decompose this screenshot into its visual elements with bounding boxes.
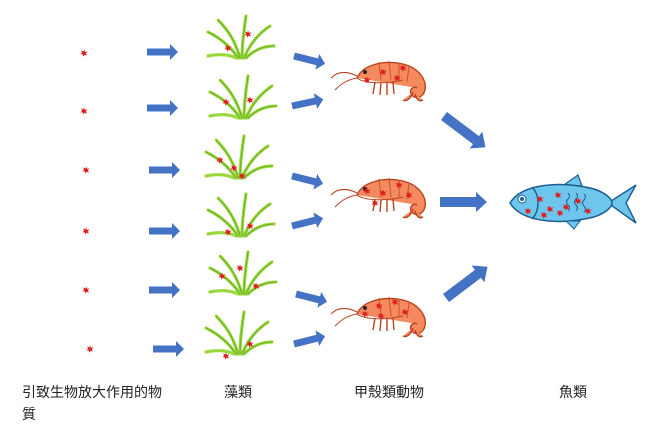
label-source-substance: 引致生物放大作用的物質 [22,385,162,423]
arrow [147,44,178,60]
crustacean-group [330,60,427,338]
arrow [291,172,324,190]
toxin-star [86,345,94,353]
arrow [291,93,324,110]
arrows-source-to-algae [147,44,184,357]
arrow [293,52,326,70]
arrow [149,282,180,298]
shrimp [330,296,427,338]
toxin-star [82,166,90,174]
arrow [440,112,486,149]
label-algae: 藻類 [224,385,252,401]
arrow [442,265,488,302]
arrow [293,330,326,348]
arrow [147,100,178,116]
algae-clump [208,250,278,296]
algae-clump [204,134,274,180]
arrow [153,341,184,357]
arrow [291,212,324,230]
arrows-algae-to-crustacean [291,52,328,348]
toxin-star [82,286,90,294]
fish [509,174,637,230]
shrimp [330,177,427,219]
toxin-sources [80,49,94,353]
algae-clump [206,192,276,238]
algae-clump [208,74,278,120]
arrow [149,162,180,178]
arrows-crustacean-to-fish [440,112,488,302]
algae-group [204,14,278,360]
arrow [295,290,328,308]
label-fish: 魚類 [559,385,587,401]
label-crustacean: 甲殼類動物 [354,385,424,401]
toxin-star [82,227,90,235]
arrow [149,223,180,239]
arrow [440,192,487,212]
toxin-star [80,49,88,57]
shrimp [330,60,427,102]
toxin-star [80,107,88,115]
algae-clump [204,310,274,360]
algae-clump [206,14,276,60]
